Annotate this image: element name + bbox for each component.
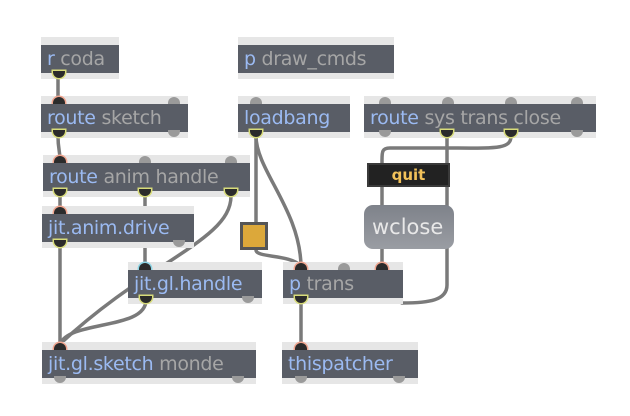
inlet[interactable]: [168, 97, 180, 104]
object-class: p: [289, 273, 301, 295]
inlet[interactable]: [379, 97, 391, 104]
inlet[interactable]: [571, 97, 583, 104]
inlet[interactable]: [442, 97, 454, 104]
object-p-draw-cmds[interactable]: p draw_cmds: [238, 37, 394, 79]
inlet[interactable]: [139, 263, 151, 270]
inlet[interactable]: [338, 263, 350, 270]
cord-glhandle-sketch: [58, 298, 148, 346]
object-jit-gl-handle[interactable]: jit.gl.handle: [128, 262, 262, 304]
object-class: jit.anim.drive: [48, 217, 170, 239]
object-class: jit.gl.sketch: [48, 353, 154, 375]
inlet[interactable]: [225, 156, 237, 163]
inlet[interactable]: [54, 343, 66, 350]
outlet[interactable]: [54, 189, 66, 196]
outlet[interactable]: [242, 296, 254, 303]
outlet[interactable]: [225, 189, 237, 196]
outlet[interactable]: [173, 240, 185, 247]
inlet[interactable]: [250, 97, 262, 104]
outlet[interactable]: [393, 376, 405, 383]
object-class: p: [244, 48, 256, 70]
object-route-anim-handle[interactable]: route anim handle: [43, 155, 250, 197]
object-class: thispatcher: [288, 353, 393, 375]
outlet[interactable]: [571, 130, 583, 137]
object-class: route: [49, 166, 98, 188]
outlet[interactable]: [53, 71, 65, 78]
outlet[interactable]: [295, 376, 307, 383]
inlet[interactable]: [54, 207, 66, 214]
bang-button[interactable]: [240, 222, 268, 250]
object-r-coda[interactable]: r coda: [41, 37, 119, 79]
outlet[interactable]: [379, 130, 391, 137]
object-jit-anim-drive[interactable]: jit.anim.drive: [42, 206, 194, 248]
outlet[interactable]: [53, 130, 65, 137]
outlet[interactable]: [54, 240, 66, 247]
outlet[interactable]: [250, 130, 262, 137]
object-class: route: [370, 107, 419, 129]
outlet[interactable]: [441, 130, 453, 137]
message-wclose[interactable]: wclose: [364, 205, 454, 249]
inlet[interactable]: [139, 156, 151, 163]
object-thispatcher[interactable]: thispatcher: [282, 342, 418, 384]
outlet[interactable]: [295, 296, 307, 303]
object-class: route: [47, 107, 96, 129]
object-args: sketch: [101, 107, 162, 129]
outlet[interactable]: [168, 130, 180, 137]
message-quit[interactable]: quit: [367, 163, 450, 187]
inlet[interactable]: [295, 263, 307, 270]
outlet[interactable]: [232, 376, 244, 383]
object-route-sketch[interactable]: route sketch: [41, 96, 188, 138]
object-loadbang[interactable]: loadbang: [238, 96, 350, 138]
object-p-trans[interactable]: p trans: [283, 262, 403, 304]
object-args: draw_cmds: [261, 48, 367, 70]
inlet[interactable]: [54, 156, 66, 163]
outlet[interactable]: [505, 130, 517, 137]
inlet[interactable]: [376, 263, 388, 270]
object-args: monde: [159, 353, 224, 375]
inlet[interactable]: [295, 343, 307, 350]
outlet[interactable]: [54, 376, 66, 383]
inlet[interactable]: [505, 97, 517, 104]
object-route-sys-trans-close[interactable]: route sys trans close: [364, 96, 596, 138]
outlet[interactable]: [140, 296, 152, 303]
object-jit-gl-sketch[interactable]: jit.gl.sketch monde: [42, 342, 256, 384]
outlet[interactable]: [139, 189, 151, 196]
object-args: anim handle: [103, 166, 219, 188]
object-args: sys trans close: [424, 107, 561, 129]
inlet[interactable]: [53, 97, 65, 104]
object-class: r: [47, 48, 55, 70]
object-class: loadbang: [244, 107, 331, 129]
object-class: jit.gl.handle: [134, 273, 243, 295]
object-args: trans: [306, 273, 355, 295]
object-args: coda: [60, 48, 105, 70]
